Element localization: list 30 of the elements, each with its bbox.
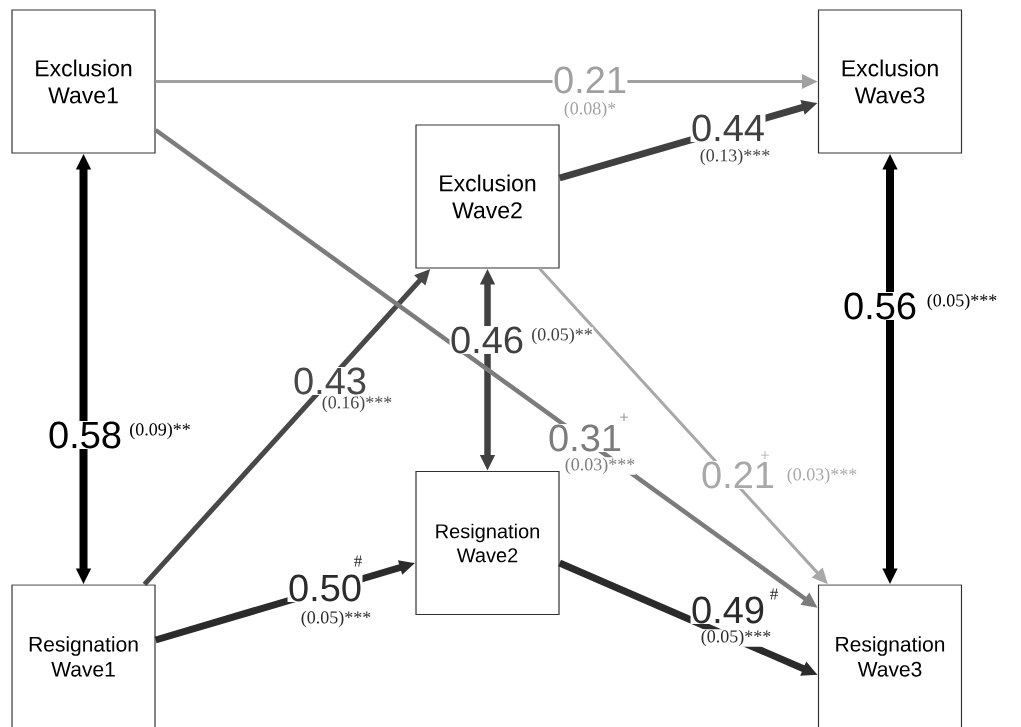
standard-error-label: (0.05)*** [700, 629, 772, 647]
coefficient-label: 0.56 [842, 292, 918, 320]
standard-error-label: (0.05)** [530, 327, 594, 345]
standard-error-label: (0.13)*** [699, 148, 771, 166]
coefficient-label: 0.58 [47, 421, 123, 449]
variable-box: Exclusion Wave3 [817, 9, 963, 154]
significance-mark: + [761, 451, 769, 460]
coefficient-label: 0.21 [700, 461, 776, 489]
standard-error-label: (0.08)* [563, 101, 617, 119]
coefficient-label: 0.50 [287, 574, 363, 602]
coefficient-label: 0.46 [449, 326, 525, 354]
significance-mark: # [770, 588, 778, 600]
variable-box: Resignation Wave3 [817, 584, 963, 727]
standard-error-label: (0.09)** [128, 422, 192, 440]
coefficient-label: 0.21 [552, 66, 628, 94]
variable-box: Exclusion Wave1 [11, 9, 156, 154]
significance-mark: # [354, 555, 362, 567]
variable-box: Exclusion Wave2 [415, 124, 560, 269]
variable-box: Resignation Wave1 [11, 584, 156, 727]
standard-error-label: (0.05)*** [926, 293, 998, 311]
standard-error-label: (0.16)*** [321, 395, 393, 413]
coefficient-label: 0.49 [690, 596, 766, 624]
standard-error-label: (0.03)*** [786, 467, 858, 485]
coefficient-label: 0.31 [547, 424, 623, 452]
significance-mark: + [620, 413, 628, 422]
coefficient-label: 0.43 [292, 367, 368, 395]
coefficient-label: 0.44 [690, 114, 766, 142]
standard-error-label: (0.03)*** [564, 457, 636, 475]
standard-error-label: (0.05)*** [300, 610, 372, 628]
variable-box: Resignation Wave2 [415, 470, 560, 616]
